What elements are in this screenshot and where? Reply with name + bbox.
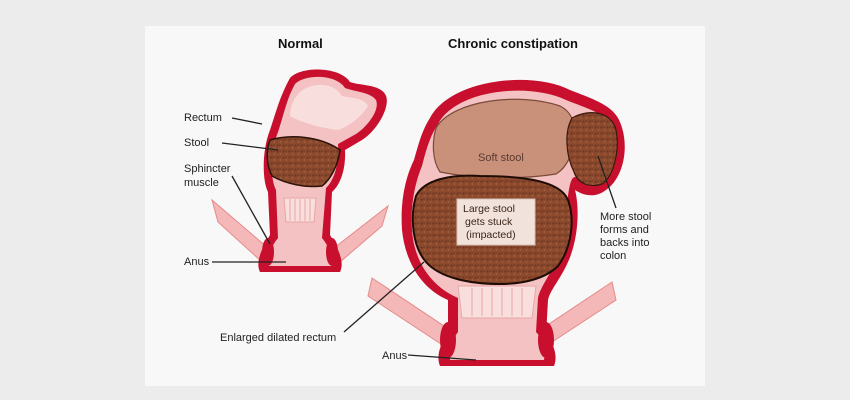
constipation-sphincter-right — [538, 322, 554, 358]
label-more-stool-line2: forms and — [600, 224, 649, 236]
title-normal: Normal — [278, 36, 323, 51]
impacted-label-box — [456, 198, 536, 246]
normal-colon-fold — [290, 84, 368, 130]
normal-sphincter-left — [262, 238, 274, 266]
label-more-stool-line4: colon — [600, 250, 626, 262]
label-sphincter-line1: Sphincter — [184, 163, 231, 175]
label-anus-normal: Anus — [184, 256, 210, 268]
label-sphincter-line2: muscle — [184, 177, 219, 189]
colon-stool — [566, 112, 618, 187]
leader-anus-constipation — [407, 354, 477, 361]
leader-sphincter — [231, 175, 271, 245]
leader-stool — [221, 142, 279, 151]
constipation-sphincter-left — [440, 322, 456, 358]
label-enlarged-rectum: Enlarged dilated rectum — [220, 332, 336, 344]
leader-lines — [212, 117, 617, 361]
leader-rectum — [231, 117, 263, 125]
normal-stool — [266, 136, 341, 188]
constipation-anal-canal — [457, 285, 537, 319]
label-soft-stool: Soft stool — [478, 152, 524, 164]
label-anus-constipation: Anus — [382, 350, 408, 362]
leader-enlarged-rectum — [343, 261, 425, 333]
label-impacted-line3: (impacted) — [466, 229, 516, 241]
label-impacted-line1: Large stool — [463, 203, 515, 215]
normal-figure — [211, 69, 389, 272]
label-stool: Stool — [184, 137, 209, 149]
label-rectum: Rectum — [184, 112, 222, 124]
constipation-canal-folds — [471, 288, 523, 316]
label-impacted-line2: gets stuck — [465, 216, 513, 228]
normal-pelvic-muscle-right — [333, 204, 389, 263]
label-more-stool-line3: backs into — [600, 237, 650, 249]
label-more-stool-line1: More stool — [600, 211, 651, 223]
normal-canal-folds — [289, 199, 311, 221]
constipation-figure — [367, 79, 625, 366]
normal-sphincter-right — [326, 238, 338, 266]
leader-more-stool — [597, 155, 617, 209]
title-constipation: Chronic constipation — [448, 36, 578, 51]
normal-pelvic-muscle-left — [211, 198, 269, 263]
